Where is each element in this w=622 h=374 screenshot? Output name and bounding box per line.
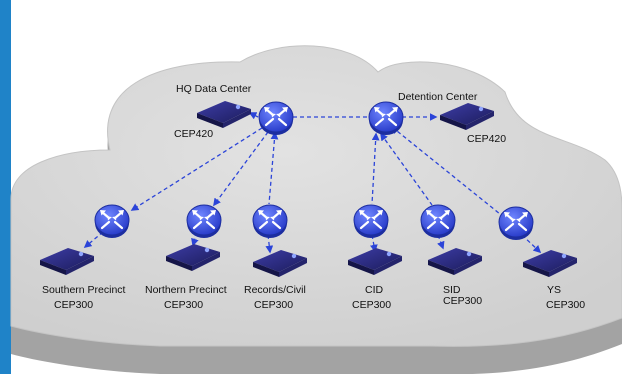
router-icon (367, 100, 405, 137)
router-cid (352, 203, 390, 240)
router-icon (93, 203, 131, 240)
router-hq (257, 100, 295, 137)
link-hq-hqdevice (248, 112, 259, 120)
sid-name-label: SID (443, 284, 461, 296)
router-icon (497, 205, 535, 242)
router-ys (497, 205, 535, 242)
router-icon (419, 203, 457, 240)
northern-name-label: Northern Precinct (145, 284, 227, 296)
link-detention-sid (380, 132, 433, 206)
detention-model-label: CEP420 (467, 133, 506, 145)
router-icon (257, 100, 295, 137)
sid-model-label: CEP300 (443, 295, 482, 307)
link-hq-records (268, 131, 279, 205)
link-southern-router-device (83, 231, 104, 248)
cid-name-label: CID (365, 284, 384, 296)
records-name-label: Records/Civil (244, 284, 306, 296)
records-model-label: CEP300 (254, 299, 293, 311)
hq-name-label: HQ Data Center (176, 83, 252, 95)
router-icon (185, 203, 223, 240)
ys-name-label: YS (547, 284, 561, 296)
hq-model-label: CEP420 (174, 128, 213, 140)
southern-model-label: CEP300 (54, 299, 93, 311)
left-frame-bar (0, 0, 11, 374)
link-layer (83, 112, 542, 254)
router-icon (352, 203, 390, 240)
router-northern (185, 203, 223, 240)
link-detention-ys (390, 126, 501, 215)
link-hq-southern (130, 127, 263, 211)
southern-name-label: Southern Precinct (42, 284, 126, 296)
link-detention-cid (371, 132, 380, 205)
cid-model-label: CEP300 (352, 299, 391, 311)
cloud-top (10, 45, 622, 347)
router-sid (419, 203, 457, 240)
router-records (251, 203, 289, 240)
ys-model-label: CEP300 (546, 299, 585, 311)
router-detention (367, 100, 405, 137)
router-icon (251, 203, 289, 240)
northern-model-label: CEP300 (164, 299, 203, 311)
detention-name-label: Detention Center (398, 91, 478, 103)
router-southern (93, 203, 131, 240)
link-hq-northern (213, 131, 269, 207)
